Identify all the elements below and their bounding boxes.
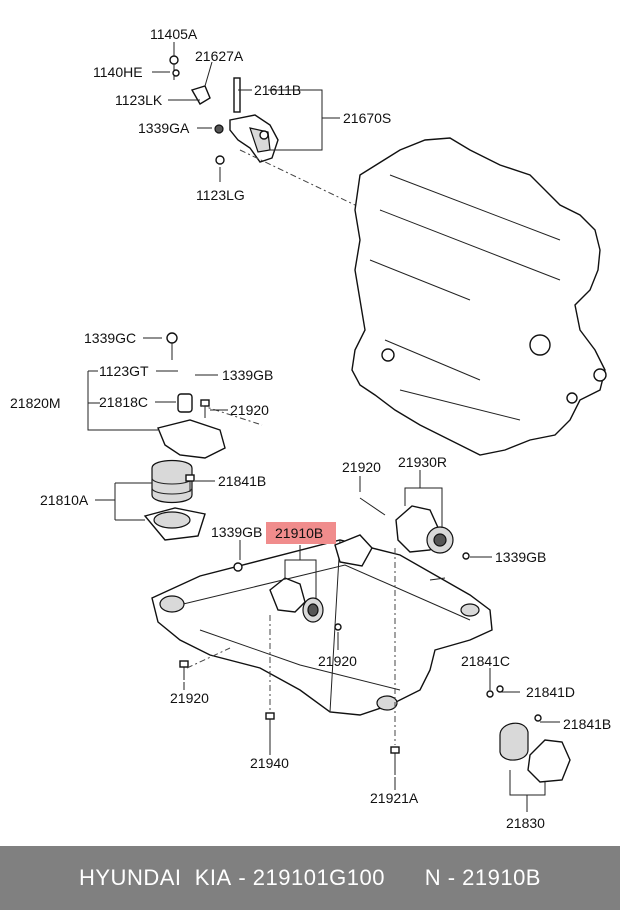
label-21810A[interactable]: 21810A [40,492,89,508]
footer-spacer [232,865,239,891]
label-21627A[interactable]: 21627A [195,48,244,64]
label-21830[interactable]: 21830 [506,815,545,831]
engine-mount-bracket-21670S [169,55,279,165]
label-21910B[interactable]: 21910B [275,525,323,541]
label-1123LK[interactable]: 1123LK [115,92,163,108]
label-1140HE[interactable]: 1140HE [93,64,143,80]
label-21921A[interactable]: 21921A [370,790,419,806]
leader-lines [87,42,560,812]
centerlines [186,149,396,745]
parts-diagram: 11405A 1140HE 21627A 1123LK 21611B 1339G… [10,26,611,831]
label-21920-right[interactable]: 21920 [342,459,381,475]
label-21920-center[interactable]: 21920 [318,653,357,669]
label-1123GT[interactable]: 1123GT [99,363,149,379]
label-21820M[interactable]: 21820M [10,395,61,411]
label-1339GB-middle[interactable]: 1339GB [211,524,262,540]
label-21841D[interactable]: 21841D [526,684,575,700]
engine-mount-21810A [143,332,226,541]
label-1339GC[interactable]: 1339GC [84,330,136,346]
label-1123LG[interactable]: 1123LG [196,187,245,203]
engine-mount-21930R [359,497,470,560]
label-21930R[interactable]: 21930R [398,454,447,470]
label-21611B[interactable]: 21611B [254,82,301,98]
label-21920-left[interactable]: 21920 [170,690,209,706]
part-labels: 11405A 1140HE 21627A 1123LK 21611B 1339G… [10,26,611,831]
highlight-box-21910B [266,522,336,544]
label-21841C[interactable]: 21841C [461,653,510,669]
footer-gap [385,865,425,891]
label-21841B-upper[interactable]: 21841B [218,473,266,489]
label-1339GB-upper[interactable]: 1339GB [222,367,273,383]
reference-number: N - 21910B [424,865,541,890]
label-21670S[interactable]: 21670S [343,110,391,126]
label-1339GB-right[interactable]: 1339GB [495,549,546,565]
subframe [151,534,493,716]
bolts [179,399,400,775]
brand-name: HYUNDAI KIA [79,865,232,890]
part-number-footer: HYUNDAI KIA - 219101G100 N - 21910B [0,846,620,910]
label-21841B-lower[interactable]: 21841B [563,716,611,732]
part-number: - 219101G100 [238,865,385,890]
subframe-mount-21910B [233,562,342,631]
engine-block [351,137,607,456]
label-21940[interactable]: 21940 [250,755,289,771]
label-21818C[interactable]: 21818C [99,394,148,410]
label-1339GA[interactable]: 1339GA [138,120,190,136]
rear-mount-21830 [486,685,571,783]
label-11405A[interactable]: 11405A [150,26,198,42]
label-21920-upper[interactable]: 21920 [230,402,269,418]
